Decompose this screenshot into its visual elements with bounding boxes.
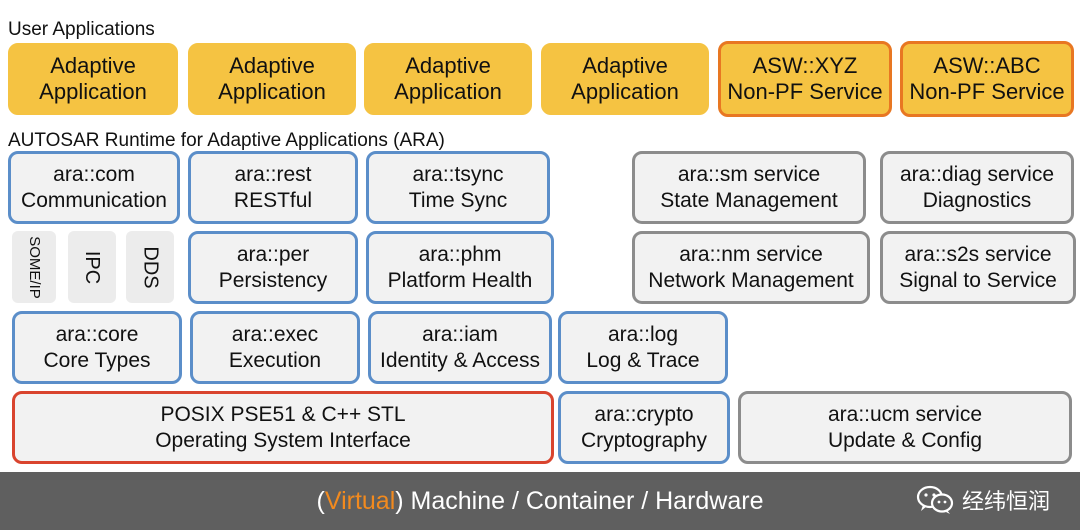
app-type: Non-PF Service (909, 79, 1065, 104)
app-name: ASW::ABC (933, 53, 1041, 78)
module-description: Diagnostics (922, 188, 1032, 212)
ara-log-module: ara::log Log & Trace (558, 311, 728, 384)
adaptive-application-4: Adaptive Application (541, 43, 709, 115)
app-type: Application (394, 79, 502, 104)
adaptive-application-1: Adaptive Application (8, 43, 178, 115)
module-name: ara::exec (231, 322, 319, 346)
module-name: POSIX PSE51 & C++ STL (160, 402, 406, 426)
footer-text: ) Machine / Container / Hardware (395, 486, 764, 515)
module-description: RESTful (233, 188, 313, 212)
module-description: Execution (228, 348, 322, 372)
module-description: Operating System Interface (155, 428, 411, 452)
module-description: Platform Health (387, 268, 533, 292)
ara-nm-service: ara::nm service Network Management (632, 231, 870, 304)
app-type: Application (218, 79, 326, 104)
module-description: Update & Config (827, 428, 983, 452)
module-description: Core Types (43, 348, 151, 372)
app-name: Adaptive (405, 53, 491, 78)
ara-rest-module: ara::rest RESTful (188, 151, 358, 224)
module-name: ara::com (53, 162, 135, 186)
module-description: State Management (660, 188, 838, 212)
watermark: 经纬恒润 (916, 484, 1050, 516)
module-name: ara::diag service (899, 162, 1055, 186)
module-description: Identity & Access (380, 348, 540, 372)
module-description: Persistency (218, 268, 328, 292)
adaptive-application-3: Adaptive Application (364, 43, 532, 115)
app-type: Application (39, 79, 147, 104)
module-name: ara::rest (234, 162, 312, 186)
hardware-layer: (Virtual) Machine / Container / Hardware (0, 472, 1080, 530)
module-description: Communication (21, 188, 167, 212)
module-description: Time Sync (408, 188, 508, 212)
ara-ucm-service: ara::ucm service Update & Config (738, 391, 1072, 464)
ara-label: AUTOSAR Runtime for Adaptive Application… (8, 130, 445, 151)
binding-label: DDS (139, 245, 162, 289)
app-name: Adaptive (229, 53, 315, 78)
asw-abc-service: ASW::ABC Non-PF Service (900, 41, 1074, 117)
someip-binding: SOME/IP (12, 231, 56, 303)
module-name: ara::s2s service (904, 242, 1052, 266)
ara-tsync-module: ara::tsync Time Sync (366, 151, 550, 224)
posix-os-interface: POSIX PSE51 & C++ STL Operating System I… (12, 391, 554, 464)
app-name: Adaptive (50, 53, 136, 78)
ara-iam-module: ara::iam Identity & Access (368, 311, 552, 384)
app-type: Non-PF Service (727, 79, 883, 104)
binding-label: IPC (81, 250, 104, 284)
dds-binding: DDS (126, 231, 174, 303)
ara-sm-service: ara::sm service State Management (632, 151, 866, 224)
module-description: Signal to Service (899, 268, 1057, 292)
ara-diag-service: ara::diag service Diagnostics (880, 151, 1074, 224)
app-type: Application (571, 79, 679, 104)
module-description: Log & Trace (586, 348, 700, 372)
module-name: ara::tsync (412, 162, 504, 186)
module-name: ara::ucm service (827, 402, 983, 426)
module-description: Network Management (648, 268, 854, 292)
ara-com-module: ara::com Communication (8, 151, 180, 224)
asw-xyz-service: ASW::XYZ Non-PF Service (718, 41, 892, 117)
ara-per-module: ara::per Persistency (188, 231, 358, 304)
ara-phm-module: ara::phm Platform Health (366, 231, 554, 304)
wechat-icon (916, 485, 954, 515)
binding-label: SOME/IP (25, 235, 43, 299)
footer-virtual-text: Virtual (324, 486, 396, 515)
module-name: ara::phm (418, 242, 502, 266)
ipc-binding: IPC (68, 231, 116, 303)
module-name: ara::sm service (677, 162, 821, 186)
module-name: ara::crypto (594, 402, 694, 426)
module-name: ara::nm service (679, 242, 823, 266)
watermark-text: 经纬恒润 (961, 489, 1050, 514)
module-name: ara::core (55, 322, 139, 346)
ara-exec-module: ara::exec Execution (190, 311, 360, 384)
app-name: Adaptive (582, 53, 668, 78)
ara-core-module: ara::core Core Types (12, 311, 182, 384)
adaptive-application-2: Adaptive Application (188, 43, 356, 115)
ara-s2s-service: ara::s2s service Signal to Service (880, 231, 1076, 304)
ara-crypto-module: ara::crypto Cryptography (558, 391, 730, 464)
module-name: ara::per (236, 242, 310, 266)
app-name: ASW::XYZ (752, 53, 858, 78)
module-description: Cryptography (580, 428, 708, 452)
user-applications-label: User Applications (8, 19, 155, 40)
footer-open-paren: ( (316, 486, 325, 515)
module-name: ara::log (607, 322, 679, 346)
module-name: ara::iam (422, 322, 498, 346)
